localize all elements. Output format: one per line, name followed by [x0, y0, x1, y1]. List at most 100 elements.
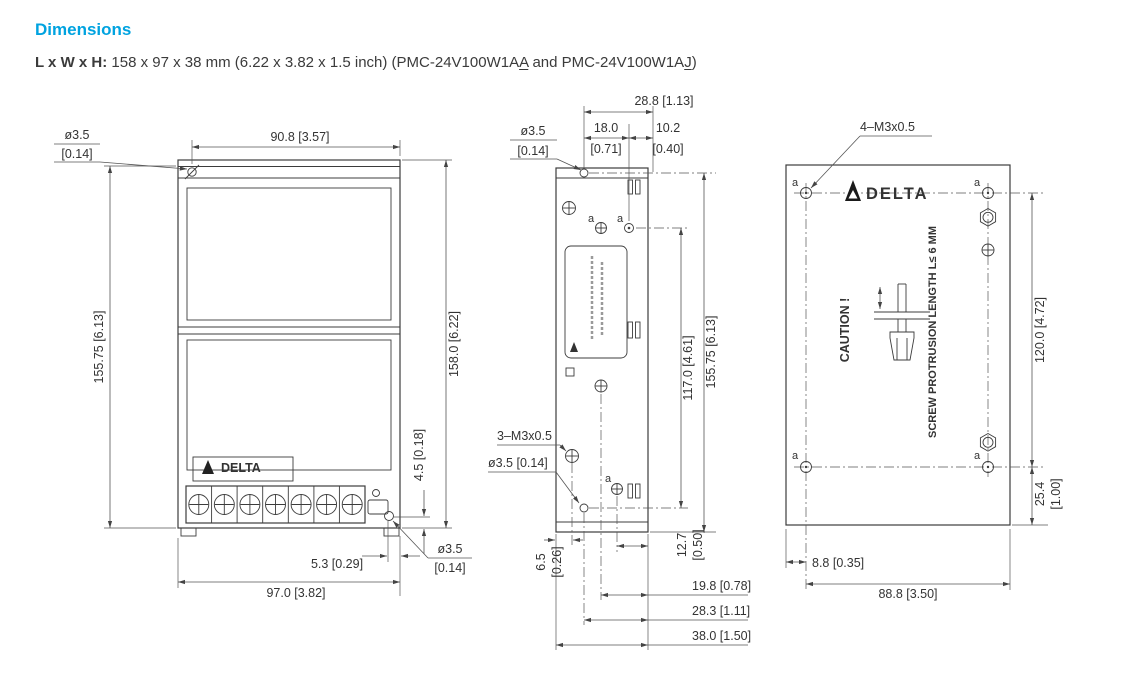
hole-label-a: a	[792, 177, 799, 189]
front-delta-logo-text: DELTA	[221, 461, 261, 475]
lwh-text-1: 158 x 97 x 38 mm (6.22 x 3.82 x 1.5 inch…	[107, 54, 520, 71]
dim-front-width-top: 90.8 [3.57]	[191, 130, 401, 164]
dim-label: ø3.5	[437, 542, 462, 556]
dim-label: [0.50]	[691, 529, 705, 560]
front-foot-right	[383, 527, 400, 537]
dim-side-height-total: 155.75 [6.13]	[589, 172, 718, 533]
side-vent-slot	[635, 483, 641, 499]
dim-side-hole-top: ø3.5 [0.14]	[510, 124, 582, 171]
back-delta-logo: DELTA	[845, 180, 929, 203]
dim-front-width-bottom: 97.0 [3.82]	[177, 538, 400, 600]
dim-label: ø3.5 [0.14]	[488, 456, 548, 470]
hole-label-a: a	[792, 450, 799, 462]
side-body-outline	[555, 167, 649, 533]
back-view: a a a a DELTA	[785, 120, 1063, 601]
dim-label: 90.8 [3.57]	[270, 130, 329, 144]
side-screw-bottom	[565, 449, 579, 463]
dim-label: 155.75 [6.13]	[92, 311, 106, 384]
back-delta-logo-text: DELTA	[866, 185, 929, 203]
model-suffix-a: A	[519, 54, 529, 71]
lwh-text-2: and PMC-24V100W1A	[528, 54, 685, 71]
dim-label: 25.4	[1033, 482, 1047, 506]
delta-triangle-icon	[202, 460, 214, 474]
front-foot-left	[180, 527, 197, 537]
model-suffix-j: J	[684, 54, 692, 71]
dim-label: [0.26]	[550, 546, 564, 577]
back-corner-holes: a a a a	[792, 177, 994, 473]
side-vent-slot	[627, 179, 633, 195]
dim-back-screw-thread: 4–M3x0.5	[810, 120, 932, 189]
dim-front-hole-offset-v: 4.5 [0.18]	[394, 429, 430, 554]
front-bottom-mounting-hole	[384, 511, 394, 521]
side-hole-a2: a	[617, 213, 634, 233]
dim-front-hole-offset-h: 5.3 [0.29]	[311, 521, 420, 596]
caution-note: CAUTION !	[838, 298, 852, 363]
back-hex-nut-bottom	[979, 432, 997, 452]
side-vent-slot	[627, 483, 633, 499]
front-delta-label: DELTA	[192, 456, 294, 482]
hole-label-a: a	[974, 450, 981, 462]
dim-back-height-inner: 120.0 [4.72]	[1029, 193, 1047, 467]
dim-side-height-inner: 117.0 [4.61]	[589, 227, 695, 509]
front-vent-panel-upper	[186, 187, 392, 321]
hole-label-a: a	[617, 213, 624, 225]
dim-front-height-left: 155.75 [6.13]	[92, 165, 176, 529]
dim-label: 120.0 [4.72]	[1033, 297, 1047, 363]
side-bottom-mounting-hole	[579, 503, 589, 513]
dim-side-hole-bottom: ø3.5 [0.14]	[488, 456, 580, 504]
back-hex-nut-top	[979, 207, 997, 227]
delta-triangle-icon	[570, 342, 578, 352]
side-screw-mid	[594, 379, 608, 393]
side-top-mounting-hole	[579, 168, 589, 178]
front-connector-area	[367, 489, 389, 515]
hole-label-a: a	[605, 473, 612, 485]
side-view: a a a	[488, 94, 751, 650]
dim-label: 155.75 [6.13]	[704, 316, 718, 389]
dim-side-screw-thread: 3–M3x0.5	[497, 429, 567, 452]
hole-label-a: a	[974, 177, 981, 189]
dim-label: 4.5 [0.18]	[412, 429, 426, 481]
front-vent-panel-lower	[186, 339, 392, 471]
side-small-port	[565, 367, 575, 377]
dim-side-bottom: 6.5 [0.26] 12.7 [0.50] 19.8 [0.78] 28.3 …	[534, 394, 751, 650]
dim-back-width-inner: 88.8 [3.50]	[806, 529, 1011, 601]
dim-label: 117.0 [4.61]	[681, 335, 695, 400]
dim-label: 28.3 [1.11]	[692, 604, 750, 618]
dim-label: 3–M3x0.5	[497, 429, 552, 443]
front-top-mounting-hole	[184, 164, 200, 180]
dim-label: 38.0 [1.50]	[692, 629, 751, 643]
lwh-text-3: )	[691, 54, 697, 71]
front-view: DELTA	[54, 128, 472, 600]
side-hole-a1: a	[588, 213, 607, 234]
back-screw-right	[981, 243, 995, 257]
dim-label: [0.71]	[590, 142, 621, 156]
dim-label: 19.8 [0.78]	[692, 579, 751, 593]
dim-side-top: 28.8 [1.13] 18.0 [0.71] 10.2 [0.40]	[583, 94, 694, 221]
dim-front-hole-top: ø3.5 [0.14]	[54, 128, 188, 171]
dim-label: 97.0 [3.82]	[266, 586, 325, 600]
dim-label: 88.8 [3.50]	[878, 587, 937, 601]
side-screw-top	[562, 201, 576, 215]
dim-back-corner-offset: 25.4 [1.00]	[1012, 467, 1063, 526]
front-terminal-block	[185, 485, 366, 524]
dim-label: ø3.5	[520, 124, 545, 138]
dim-label: 28.8 [1.13]	[634, 94, 693, 108]
side-vent-slot	[627, 321, 633, 339]
dim-label: 18.0	[594, 121, 618, 135]
dim-label: 4–M3x0.5	[860, 120, 915, 134]
dim-label: 5.3 [0.29]	[311, 557, 363, 571]
side-hole-a3: a	[605, 473, 623, 495]
dim-label: 6.5	[534, 553, 548, 570]
lwh-label: L x W x H:	[35, 54, 108, 71]
dim-label: 12.7	[675, 533, 689, 557]
dim-front-hole-bottom: ø3.5 [0.14]	[392, 520, 472, 575]
side-vent-slot	[635, 179, 641, 195]
dimensions-summary: L x W x H: 158 x 97 x 38 mm (6.22 x 3.82…	[35, 54, 697, 71]
side-vent-slot	[635, 321, 641, 339]
screw-protrusion-diagram	[874, 283, 930, 361]
dim-label: [1.00]	[1049, 478, 1063, 509]
dim-label: 10.2	[656, 121, 680, 135]
hole-label-a: a	[588, 213, 595, 225]
dim-label: [0.40]	[652, 142, 683, 156]
